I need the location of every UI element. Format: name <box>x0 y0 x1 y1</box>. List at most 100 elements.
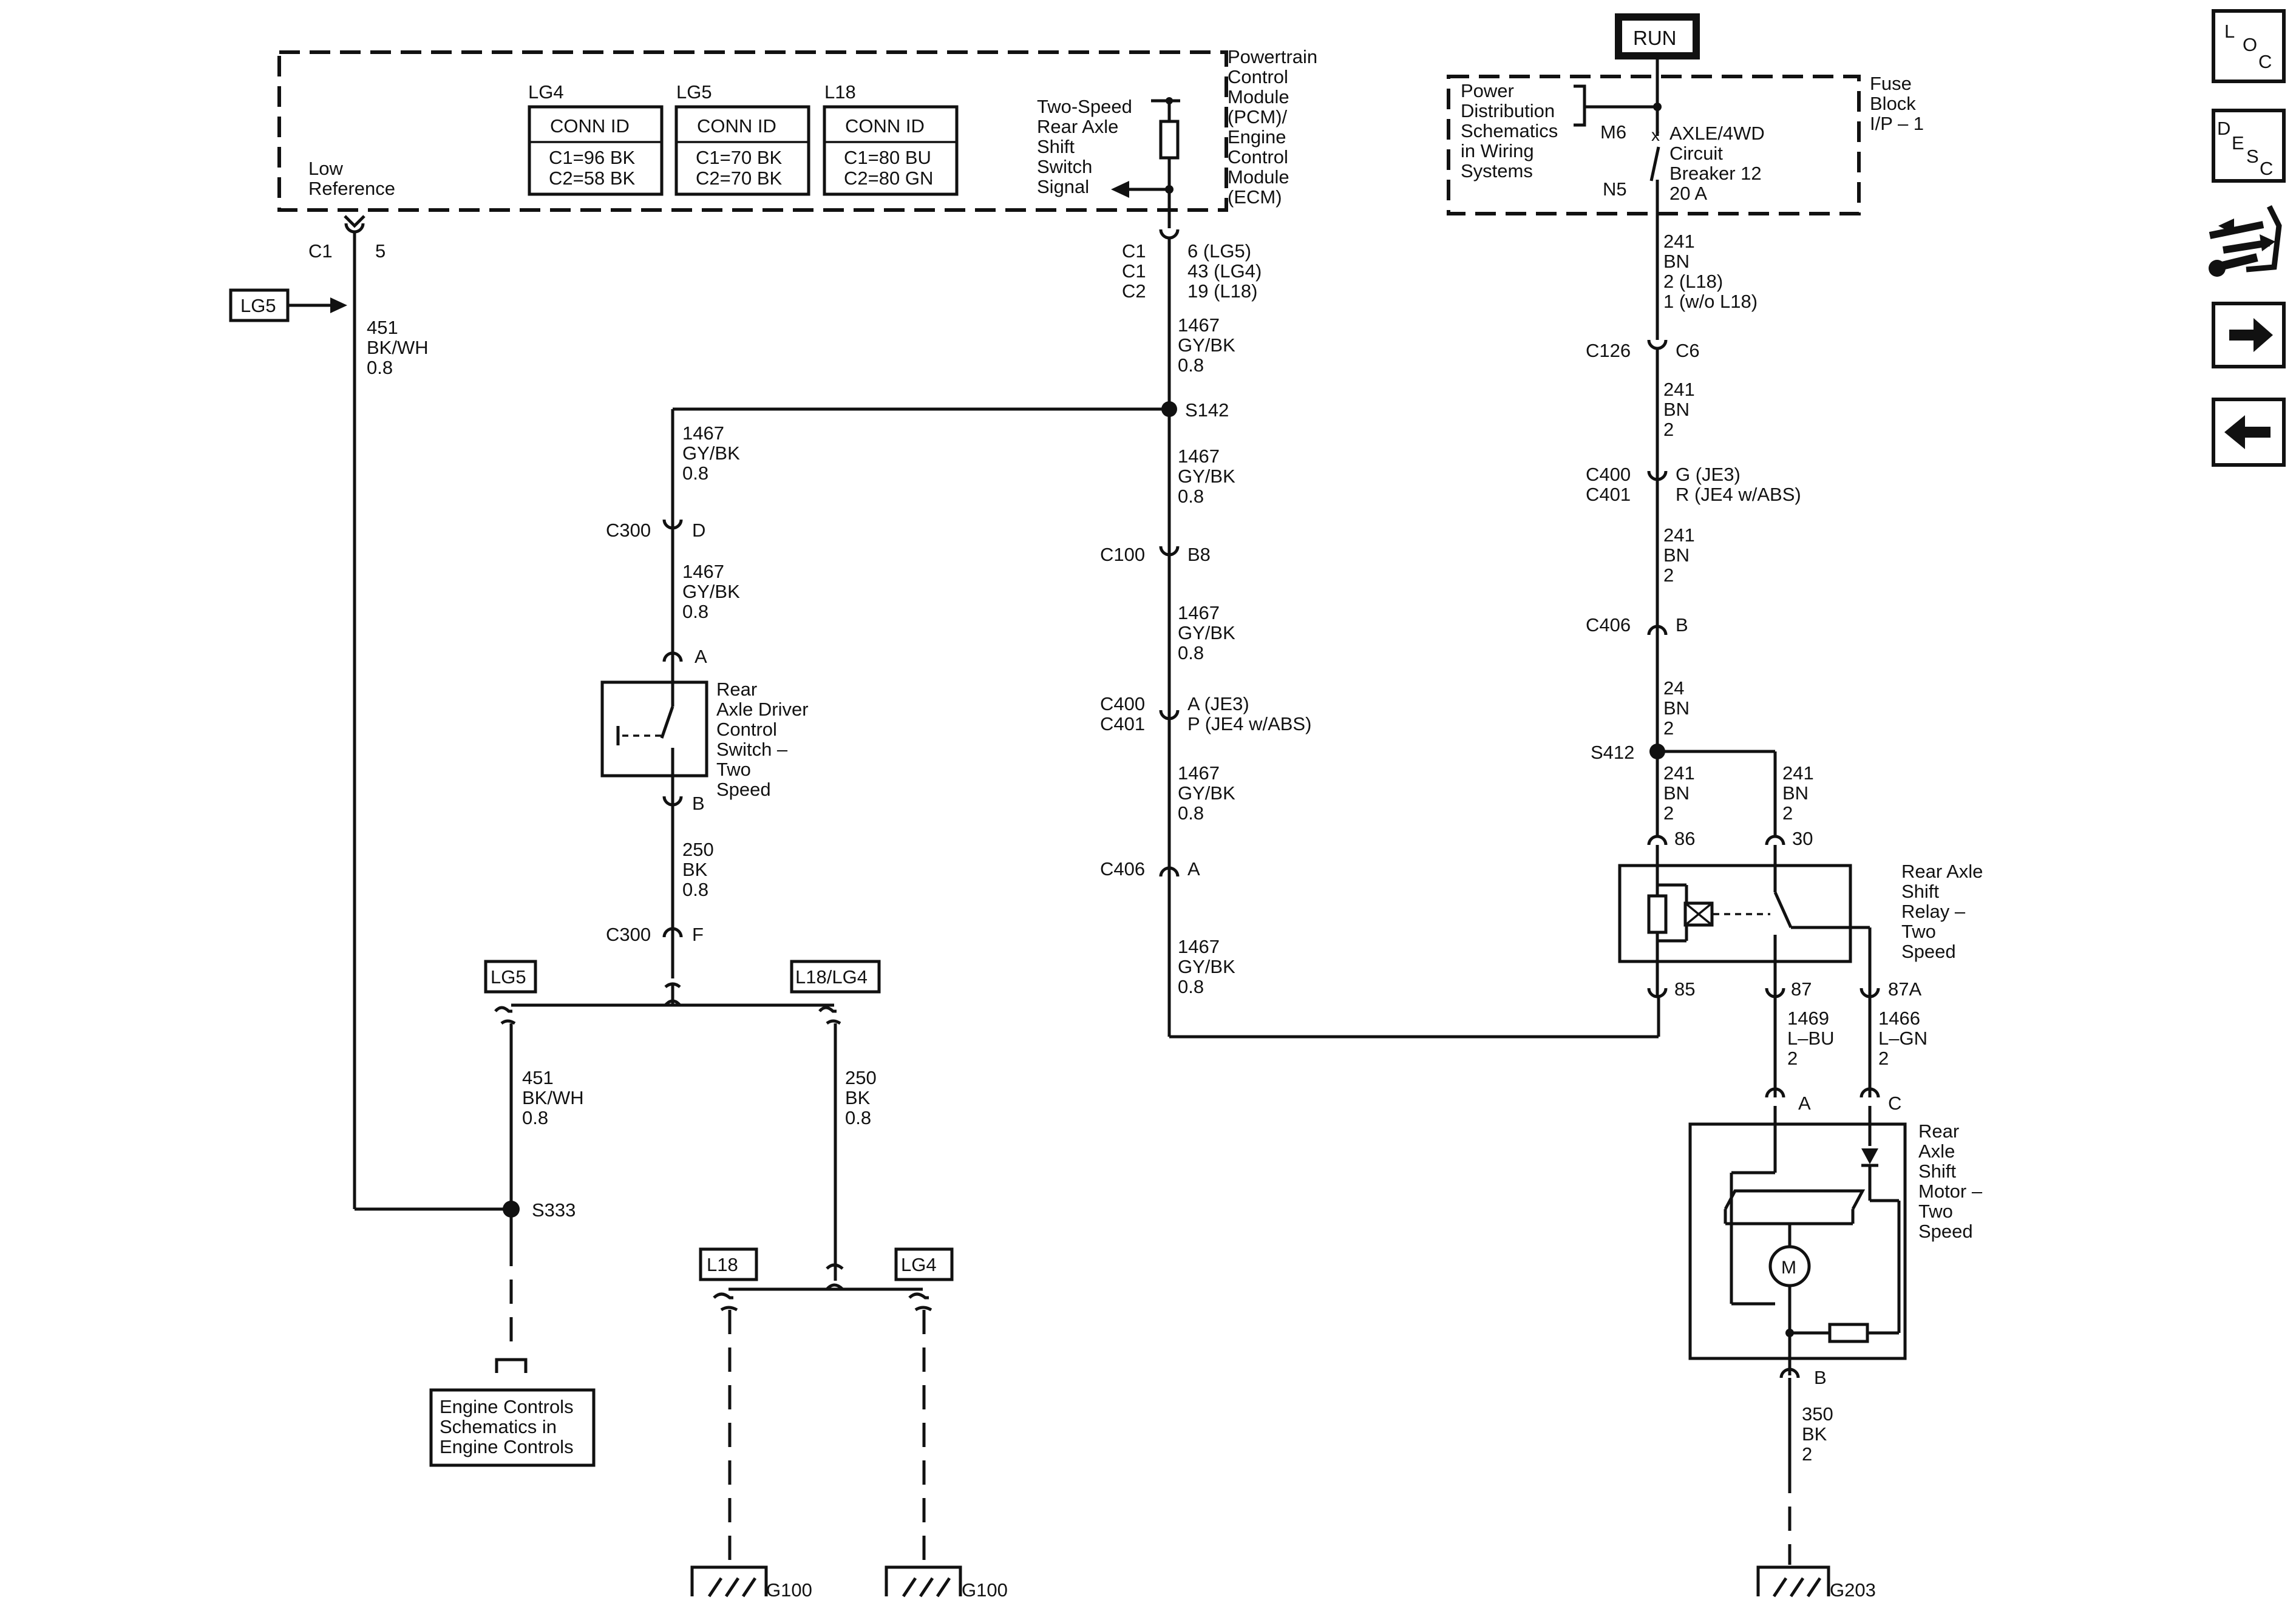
svg-text:N5: N5 <box>1603 178 1627 200</box>
svg-text:B: B <box>1814 1367 1827 1388</box>
loc-button[interactable]: L O C <box>2212 9 2286 83</box>
svg-text:C1: C1 <box>308 240 333 262</box>
svg-text:L18/LG4: L18/LG4 <box>795 966 868 988</box>
svg-text:M: M <box>1781 1258 1796 1278</box>
l18-lg4-tag <box>790 960 881 994</box>
connector-c126 <box>1647 339 1668 350</box>
ground-g203-icon <box>1756 1565 1830 1598</box>
desc-button[interactable]: D E S C <box>2212 109 2286 183</box>
pullup-resistor <box>1159 120 1180 160</box>
svg-text:86: 86 <box>1674 828 1695 849</box>
lg4-tag <box>894 1247 954 1281</box>
ground-g100-b-icon <box>885 1565 962 1598</box>
svg-text:B8: B8 <box>1187 544 1211 565</box>
relay-diode-resistor <box>1647 894 1668 934</box>
svg-text:LG5: LG5 <box>676 81 712 103</box>
svg-text:LG5: LG5 <box>240 295 276 316</box>
connector-c406-b <box>1647 625 1668 636</box>
motor-resistor <box>1828 1323 1869 1343</box>
svg-text:M6: M6 <box>1600 121 1626 143</box>
svg-text:CONN ID: CONN ID <box>845 115 925 137</box>
svg-text:6 (LG5)43 (LG4)19 (L18): 6 (LG5)43 (LG4)19 (L18) <box>1187 240 1262 302</box>
lg5-arrow-icon <box>330 297 347 313</box>
prev-page-button[interactable] <box>2212 398 2286 467</box>
svg-text:85: 85 <box>1674 978 1695 1000</box>
svg-text:C406: C406 <box>1100 858 1145 880</box>
conn-table-lg5: LG5 CONN ID C1=70 BK C2=70 BK <box>674 81 810 196</box>
svg-text:CONN ID: CONN ID <box>697 115 776 137</box>
svg-text:A: A <box>1187 858 1200 880</box>
svg-text:C100: C100 <box>1100 544 1145 565</box>
svg-text:S333: S333 <box>532 1199 576 1221</box>
svg-text:S: S <box>2246 146 2259 167</box>
svg-text:A: A <box>1798 1093 1811 1114</box>
svg-text:C2=70 BK: C2=70 BK <box>696 168 783 189</box>
splice-s333 <box>503 1201 520 1218</box>
svg-text:87A: 87A <box>1888 978 1921 1000</box>
svg-text:CONN ID: CONN ID <box>550 115 630 137</box>
svg-text:G100: G100 <box>766 1579 812 1601</box>
svg-text:C1=80 BU: C1=80 BU <box>844 147 931 168</box>
connector-c300-f <box>662 927 683 938</box>
svg-text:S142: S142 <box>1185 399 1229 421</box>
svg-text:B: B <box>1676 614 1688 636</box>
conn-table-l18: L18 CONN ID C1=80 BU C2=80 GN <box>823 81 959 196</box>
signal-arrow-icon <box>1111 181 1129 198</box>
svg-text:B: B <box>692 793 705 814</box>
svg-text:L18: L18 <box>824 81 856 103</box>
lg5-tag-lower <box>484 960 537 994</box>
svg-text:C126: C126 <box>1586 340 1631 361</box>
side-nav: L O C D E S C <box>2209 9 2286 467</box>
svg-text:L18: L18 <box>707 1254 738 1275</box>
svg-text:C406: C406 <box>1586 614 1631 636</box>
svg-text:G203: G203 <box>1830 1579 1876 1601</box>
svg-text:C: C <box>2260 158 2273 179</box>
svg-text:C6: C6 <box>1676 340 1700 361</box>
rear-axle-driver-control-switch <box>600 680 708 778</box>
arrow-right-icon <box>2254 318 2273 352</box>
next-page-button[interactable] <box>2212 302 2286 368</box>
svg-text:D: D <box>2217 118 2230 139</box>
svg-text:C2=80 GN: C2=80 GN <box>844 168 933 189</box>
connector-c400-c401-right <box>1647 470 1668 481</box>
svg-text:C2=58 BK: C2=58 BK <box>549 168 636 189</box>
engine-controls-ref-box <box>429 1388 596 1467</box>
ground-g100-a-icon <box>690 1565 768 1598</box>
svg-text:O: O <box>2243 34 2257 55</box>
svg-text:LG5: LG5 <box>491 966 526 988</box>
svg-text:A (JE3)P (JE4 w/ABS): A (JE3)P (JE4 w/ABS) <box>1187 693 1311 734</box>
svg-text:LG4: LG4 <box>528 81 564 103</box>
svg-text:C1=96 BK: C1=96 BK <box>549 147 636 168</box>
connector-c406-a <box>1159 866 1180 877</box>
svg-text:LG4: LG4 <box>901 1254 937 1275</box>
svg-text:S412: S412 <box>1591 742 1634 763</box>
connector-c300-d <box>662 519 683 530</box>
schematic-tools-icon[interactable] <box>2209 205 2282 277</box>
svg-text:G100: G100 <box>962 1579 1008 1601</box>
